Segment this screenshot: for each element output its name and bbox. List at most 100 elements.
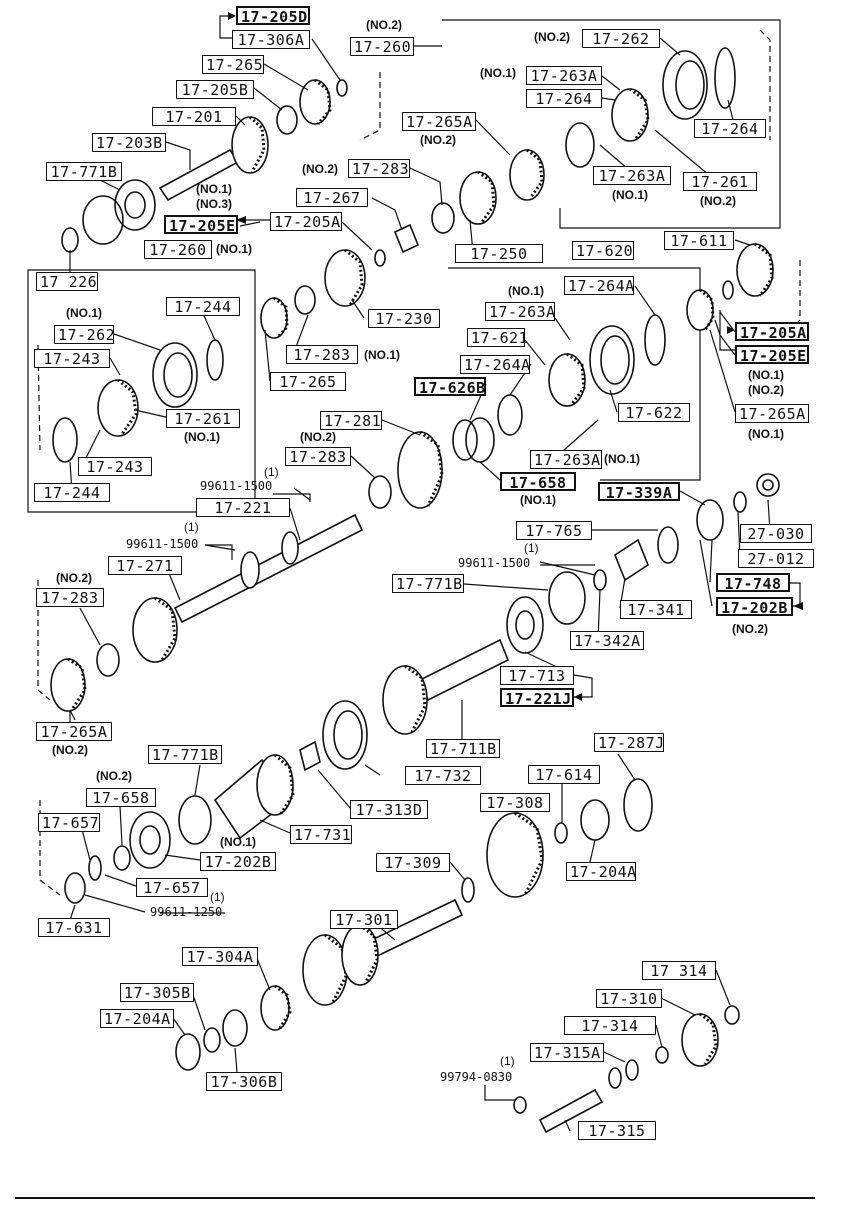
label-17-314-a: 17 314 <box>642 961 716 980</box>
note-no2-260: (NO.2) <box>366 18 402 32</box>
ring-17-244-b <box>52 417 78 463</box>
needle-bearing-17-205B <box>276 105 298 135</box>
sync-17-262-left <box>152 342 198 408</box>
gear-17-250 <box>459 170 497 225</box>
note-no1-263Ab: (NO.1) <box>612 188 648 202</box>
label-17-204A-l: 17-204A <box>100 1009 174 1028</box>
gear-17-308 <box>486 811 544 898</box>
label-17-205E-top: 17-205E <box>164 215 238 235</box>
label-17-264A-a: 17-264A <box>564 276 634 295</box>
label-17-265A-r: 17-265A <box>735 404 809 423</box>
label-27-030: 27-030 <box>740 524 812 543</box>
collar-17-267 <box>393 223 420 254</box>
snap-ring-17-765 <box>657 526 679 564</box>
label-17-765: 17-765 <box>516 521 592 540</box>
shim-17-771B-mid <box>548 571 586 625</box>
label-17-771B-mid: 17-771B <box>392 574 464 593</box>
ring-17-264-b <box>565 122 595 168</box>
label-17-614: 17-614 <box>528 765 600 784</box>
label-17-658-mid: 17-658 <box>500 472 576 492</box>
main-shaft-17-221 <box>173 513 364 624</box>
note-no2-283: (NO.2) <box>302 162 338 176</box>
label-17-205E-r: 17-205E <box>735 345 809 365</box>
sync-17-732 <box>322 700 368 770</box>
sleeve-17-626B <box>452 417 495 463</box>
ball-17-205A <box>374 249 386 267</box>
label-17-262-top: 17-262 <box>582 29 660 48</box>
bearing-17-283-mid <box>294 285 316 315</box>
snap-ring-17-226 <box>61 227 79 253</box>
shaft-17-315 <box>538 1088 604 1134</box>
label-17-264A-b: 17-264A <box>460 355 530 374</box>
ring-17-264-a <box>714 47 736 109</box>
ring-17-631 <box>64 872 86 904</box>
washer-17-342A <box>593 569 607 591</box>
counter-shaft-17-301 <box>302 898 464 1006</box>
label-17-658-low: 17-658 <box>86 788 156 807</box>
note-no1-260: (NO.1) <box>216 242 252 256</box>
gear-17-265A-r <box>686 288 715 331</box>
note-no2-205E-r: (NO.2) <box>748 383 784 397</box>
label-17-205D: 17-205D <box>236 6 310 26</box>
clip-17-657 <box>88 855 102 881</box>
gear-17-711B <box>382 638 510 735</box>
part-number-99611-1250: 99611-1250 <box>150 905 223 919</box>
label-17-315A: 17-315A <box>530 1043 604 1062</box>
label-17-622: 17-622 <box>618 403 690 422</box>
label-17-287J: 17-287J <box>594 733 664 752</box>
label-17-221J: 17-221J <box>500 688 574 708</box>
label-17-341: 17-341 <box>620 600 692 619</box>
label-17-306B: 17-306B <box>206 1072 282 1091</box>
shim-17-771B <box>82 195 124 245</box>
label-17-621: 17-621 <box>467 328 528 347</box>
gear-17-341 <box>614 538 649 582</box>
note-no2-265A: (NO.2) <box>420 133 456 147</box>
bolt-99794-0830 <box>513 1096 527 1114</box>
ring-17-264A-b <box>497 394 523 436</box>
label-17-265-top: 17-265 <box>202 55 264 74</box>
ring-17-244-a <box>206 339 224 381</box>
label-17-263A-c: 17-263A <box>485 302 555 321</box>
label-17-305B: 17-305B <box>120 983 194 1002</box>
part-number-99611-b: 99611-1500 <box>126 537 199 551</box>
bearing-17-204A-r <box>580 799 610 841</box>
label-27-012: 27-012 <box>738 549 814 568</box>
gear-17-281 <box>397 430 444 509</box>
label-17-283-d: 17-283 <box>36 588 104 607</box>
group-box-620 <box>448 267 701 481</box>
label-17-711B: 17-711B <box>426 739 500 758</box>
note-no1-263A: (NO.1) <box>480 66 516 80</box>
gear-17-304A <box>260 984 292 1031</box>
label-17-310: 17-310 <box>596 989 662 1008</box>
hub-17-261-left <box>97 378 139 437</box>
note-qty-1-a: (1) <box>264 465 279 479</box>
note-no2-262: (NO.2) <box>534 30 570 44</box>
label-17-611: 17-611 <box>664 231 734 250</box>
label-17-283-b: 17-283 <box>286 345 358 364</box>
sync-17-622 <box>589 325 635 395</box>
label-17-283-c: 17-283 <box>285 447 351 466</box>
label-17-230: 17-230 <box>368 309 440 328</box>
note-qty-1-e: (1) <box>500 1054 515 1068</box>
note-no1-202B-low: (NO.1) <box>220 835 256 849</box>
note-qty-1-b: (1) <box>184 520 199 534</box>
label-17-308: 17-308 <box>480 793 550 812</box>
washer-17-314-b <box>655 1046 669 1064</box>
label-17-265A-low: 17-265A <box>36 722 112 741</box>
label-17-243-a: 17-243 <box>34 349 110 368</box>
label-17-631: 17-631 <box>38 918 110 937</box>
label-17-281: 17-281 <box>320 411 382 430</box>
label-17-748: 17-748 <box>716 573 790 593</box>
gear-17-265-mid <box>260 296 289 339</box>
label-17-304A: 17-304A <box>182 947 258 966</box>
arrow-head-205A-r <box>727 326 735 334</box>
label-17-263A-d: 17-263A <box>530 450 602 469</box>
bearing-17-283-d <box>96 643 120 677</box>
bearing-17-203B <box>114 179 156 231</box>
label-17-301: 17-301 <box>330 910 398 929</box>
label-17-657-a: 17-657 <box>38 813 100 832</box>
gear-17-265 <box>299 78 332 125</box>
label-17-202B-r: 17-202B <box>716 597 793 617</box>
note-no2-271: (NO.2) <box>56 571 92 585</box>
washer-17-314-a <box>724 1005 740 1025</box>
